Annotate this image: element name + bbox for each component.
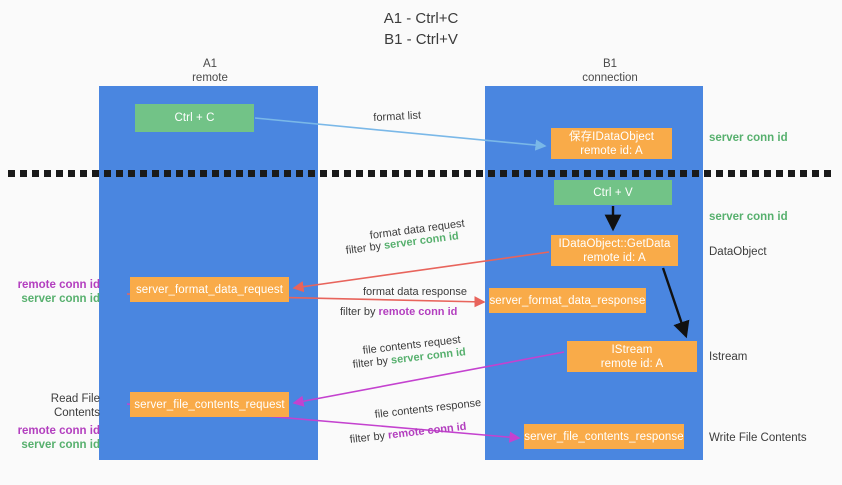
annotation-write-file-contents: Write File Contents [709, 432, 807, 444]
node-ctrl-v[interactable]: Ctrl + V [554, 180, 672, 205]
node-ctrl-v-label: Ctrl + V [593, 186, 633, 199]
filter-prefix-3: filter by [352, 354, 392, 371]
annotation-group-file-conn-ids: Read File Contents remote conn id server… [8, 392, 100, 452]
column-b1-name: B1 [602, 58, 618, 70]
filter-prefix-1: filter by [345, 239, 385, 257]
node-server-file-contents-response[interactable]: server_file_contents_response [524, 424, 684, 449]
column-b1-role: connection [582, 72, 638, 84]
filter-prefix-4: filter by [349, 429, 389, 446]
column-a1-name: A1 [202, 58, 218, 70]
annotation-remote-conn-id-1: remote conn id [17, 279, 100, 291]
annotation-server-conn-id-1: server conn id [21, 293, 100, 305]
annotation-dataobject: DataObject [709, 246, 767, 258]
dashed-divider [8, 170, 834, 177]
node-ctrl-c-label: Ctrl + C [174, 112, 215, 124]
node-server-format-data-request[interactable]: server_format_data_request [130, 277, 289, 302]
node-server-format-data-response[interactable]: server_format_data_response [489, 288, 646, 313]
node-istream-remote-id: remote id: A [600, 357, 664, 370]
node-file-request-label: server_file_contents_request [134, 398, 285, 411]
edge-label-format-list: format list [373, 109, 422, 124]
node-server-file-contents-request[interactable]: server_file_contents_request [130, 392, 289, 417]
annotation-istream: Istream [709, 351, 748, 363]
filter-prefix-2: filter by [340, 306, 379, 318]
annotation-server-conn-id-mid: server conn id [709, 211, 788, 223]
edge-label-format-data-response: format data response [363, 286, 467, 298]
node-istream[interactable]: IStream remote id: A [567, 341, 697, 372]
node-idataobject-getdata[interactable]: IDataObject::GetData remote id: A [551, 235, 678, 266]
node-idataobject[interactable]: 保存IDataObject remote id: A [551, 128, 672, 159]
filter-value-remote-conn-id-2: remote conn id [387, 420, 468, 442]
annotation-group-format-conn-ids: remote conn id server conn id [8, 278, 100, 306]
column-header-b1: B1 connection [530, 57, 690, 85]
column-header-a1: A1 remote [130, 57, 290, 85]
annotation-server-conn-id-2: server conn id [21, 439, 100, 451]
node-file-response-label: server_file_contents_response [524, 430, 684, 443]
edge-label-file-contents-response-filter: filter by remote conn id [349, 420, 467, 448]
node-fmt-response-label: server_format_data_response [489, 294, 646, 307]
diagram-title: A1 - Ctrl+C B1 - Ctrl+V [0, 8, 842, 50]
node-getdata-remote-id: remote id: A [583, 251, 646, 264]
annotation-server-conn-id-top: server conn id [709, 132, 788, 144]
node-ctrl-c[interactable]: Ctrl + C [135, 104, 254, 132]
annotation-read-file-contents: Read File Contents [50, 393, 100, 419]
filter-value-remote-conn-id-1: remote conn id [378, 306, 458, 318]
node-idataobject-label: 保存IDataObject [568, 130, 655, 143]
title-line-2: B1 - Ctrl+V [384, 31, 458, 48]
annotation-remote-conn-id-2: remote conn id [17, 425, 100, 437]
column-a1-role: remote [192, 72, 228, 84]
title-line-1: A1 - Ctrl+C [383, 10, 459, 27]
edge-label-format-data-response-filter: filter by remote conn id [340, 305, 457, 320]
edge-label-file-contents-response: file contents response [374, 396, 482, 421]
node-istream-label: IStream [611, 343, 653, 356]
node-idataobject-remote-id: remote id: A [580, 144, 643, 157]
node-fmt-request-label: server_format_data_request [135, 283, 284, 296]
node-getdata-label: IDataObject::GetData [558, 237, 671, 250]
